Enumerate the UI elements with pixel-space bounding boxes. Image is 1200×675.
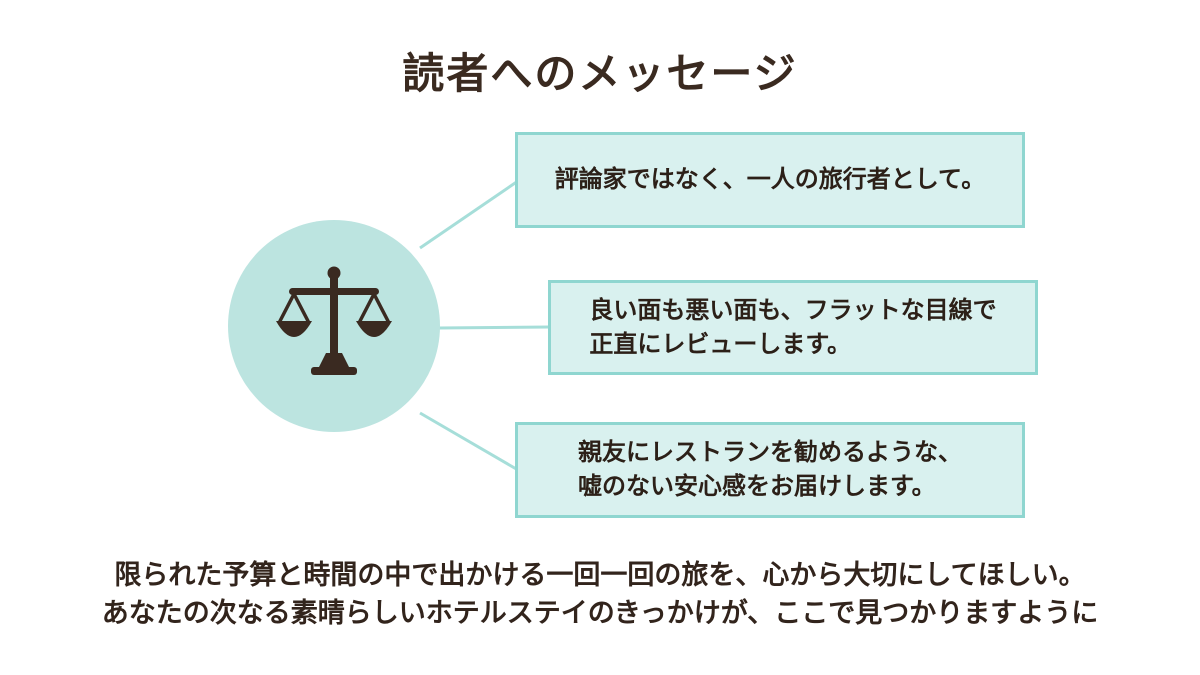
scale-circle — [228, 220, 440, 432]
message-box-3: 親友にレストランを勧めるような、 嘘のない安心感をお届けします。 — [515, 422, 1025, 518]
message-box-2: 良い面も悪い面も、フラットな目線で 正直にレビューします。 — [548, 280, 1038, 375]
message-box-1-line: 評論家ではなく、一人の旅行者として。 — [554, 166, 986, 193]
closing-message-line: 限られた予算と時間の中で出かける一回一回の旅を、心から大切にしてほしい。 — [114, 560, 1086, 590]
message-box-3-line: 嘘のない安心感をお届けします。 — [578, 473, 936, 500]
closing-message: 限られた予算と時間の中で出かける一回一回の旅を、心から大切にしてほしい。 あなた… — [0, 556, 1200, 632]
message-box-1: 評論家ではなく、一人の旅行者として。 — [515, 132, 1025, 228]
message-box-3-line: 親友にレストランを勧めるような、 — [578, 439, 962, 466]
message-box-2-line: 良い面も悪い面も、フラットな目線で — [589, 296, 997, 324]
page-title: 読者へのメッセージ — [402, 50, 798, 97]
balance-scale-icon — [276, 266, 392, 375]
closing-message-line: あなたの次なる素晴らしいホテルステイのきっかけが、ここで見つかりますように — [101, 598, 1099, 628]
message-box-2-line: 正直にレビューします。 — [589, 330, 851, 358]
